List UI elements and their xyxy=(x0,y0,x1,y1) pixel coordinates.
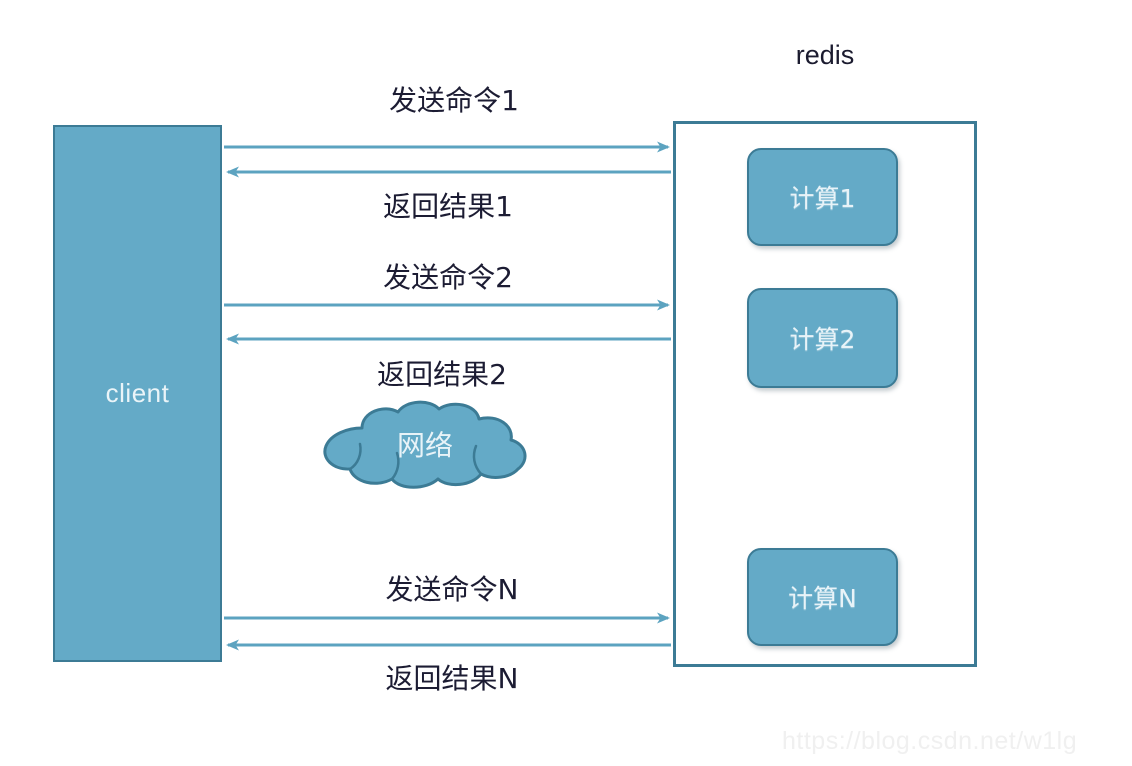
flow-label-request-n: 发送命令N xyxy=(385,573,519,606)
compute-node-2-label: 计算2 xyxy=(789,325,856,354)
flow-label-response-1: 返回结果1 xyxy=(383,190,513,223)
client-label: client xyxy=(105,378,170,408)
client-box: client xyxy=(53,125,222,662)
watermark-text: https://blog.csdn.net/w1lg xyxy=(782,727,1078,755)
compute-node-1-label: 计算1 xyxy=(789,184,856,213)
cloud-icon xyxy=(323,400,527,489)
network-cloud: 网络 xyxy=(300,398,550,498)
compute-node-1: 计算1 xyxy=(747,148,898,246)
compute-node-n-label: 计算N xyxy=(788,584,857,613)
flow-label-request-2: 发送命令2 xyxy=(383,261,513,294)
compute-node-2: 计算2 xyxy=(747,288,898,388)
compute-node-n: 计算N xyxy=(747,548,898,646)
network-cloud-label: 网络 xyxy=(396,429,453,462)
redis-title: redis xyxy=(795,40,855,70)
flow-label-request-1: 发送命令1 xyxy=(389,84,519,117)
flow-label-response-n: 返回结果N xyxy=(385,662,519,695)
flow-label-response-2: 返回结果2 xyxy=(377,358,507,391)
